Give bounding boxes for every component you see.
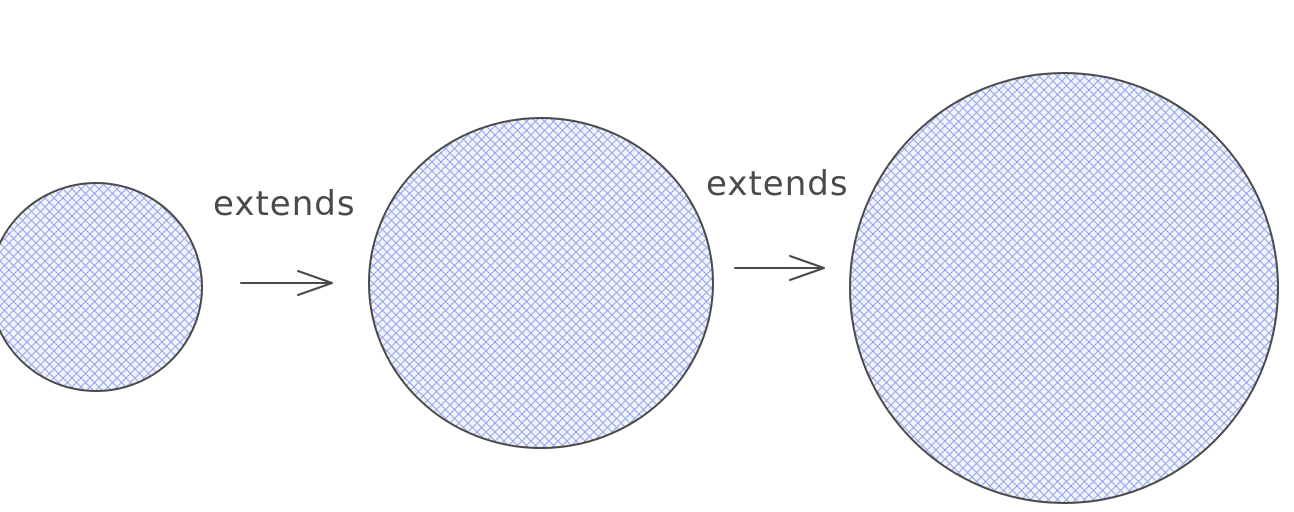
- extends-label-2: extends: [706, 164, 849, 204]
- circle-large: [849, 72, 1279, 504]
- arrow-right-icon: [734, 255, 825, 281]
- circle-medium: [368, 117, 714, 449]
- arrow-right-icon: [240, 270, 333, 296]
- circle-small: [0, 182, 203, 392]
- extends-label-1: extends: [213, 184, 356, 224]
